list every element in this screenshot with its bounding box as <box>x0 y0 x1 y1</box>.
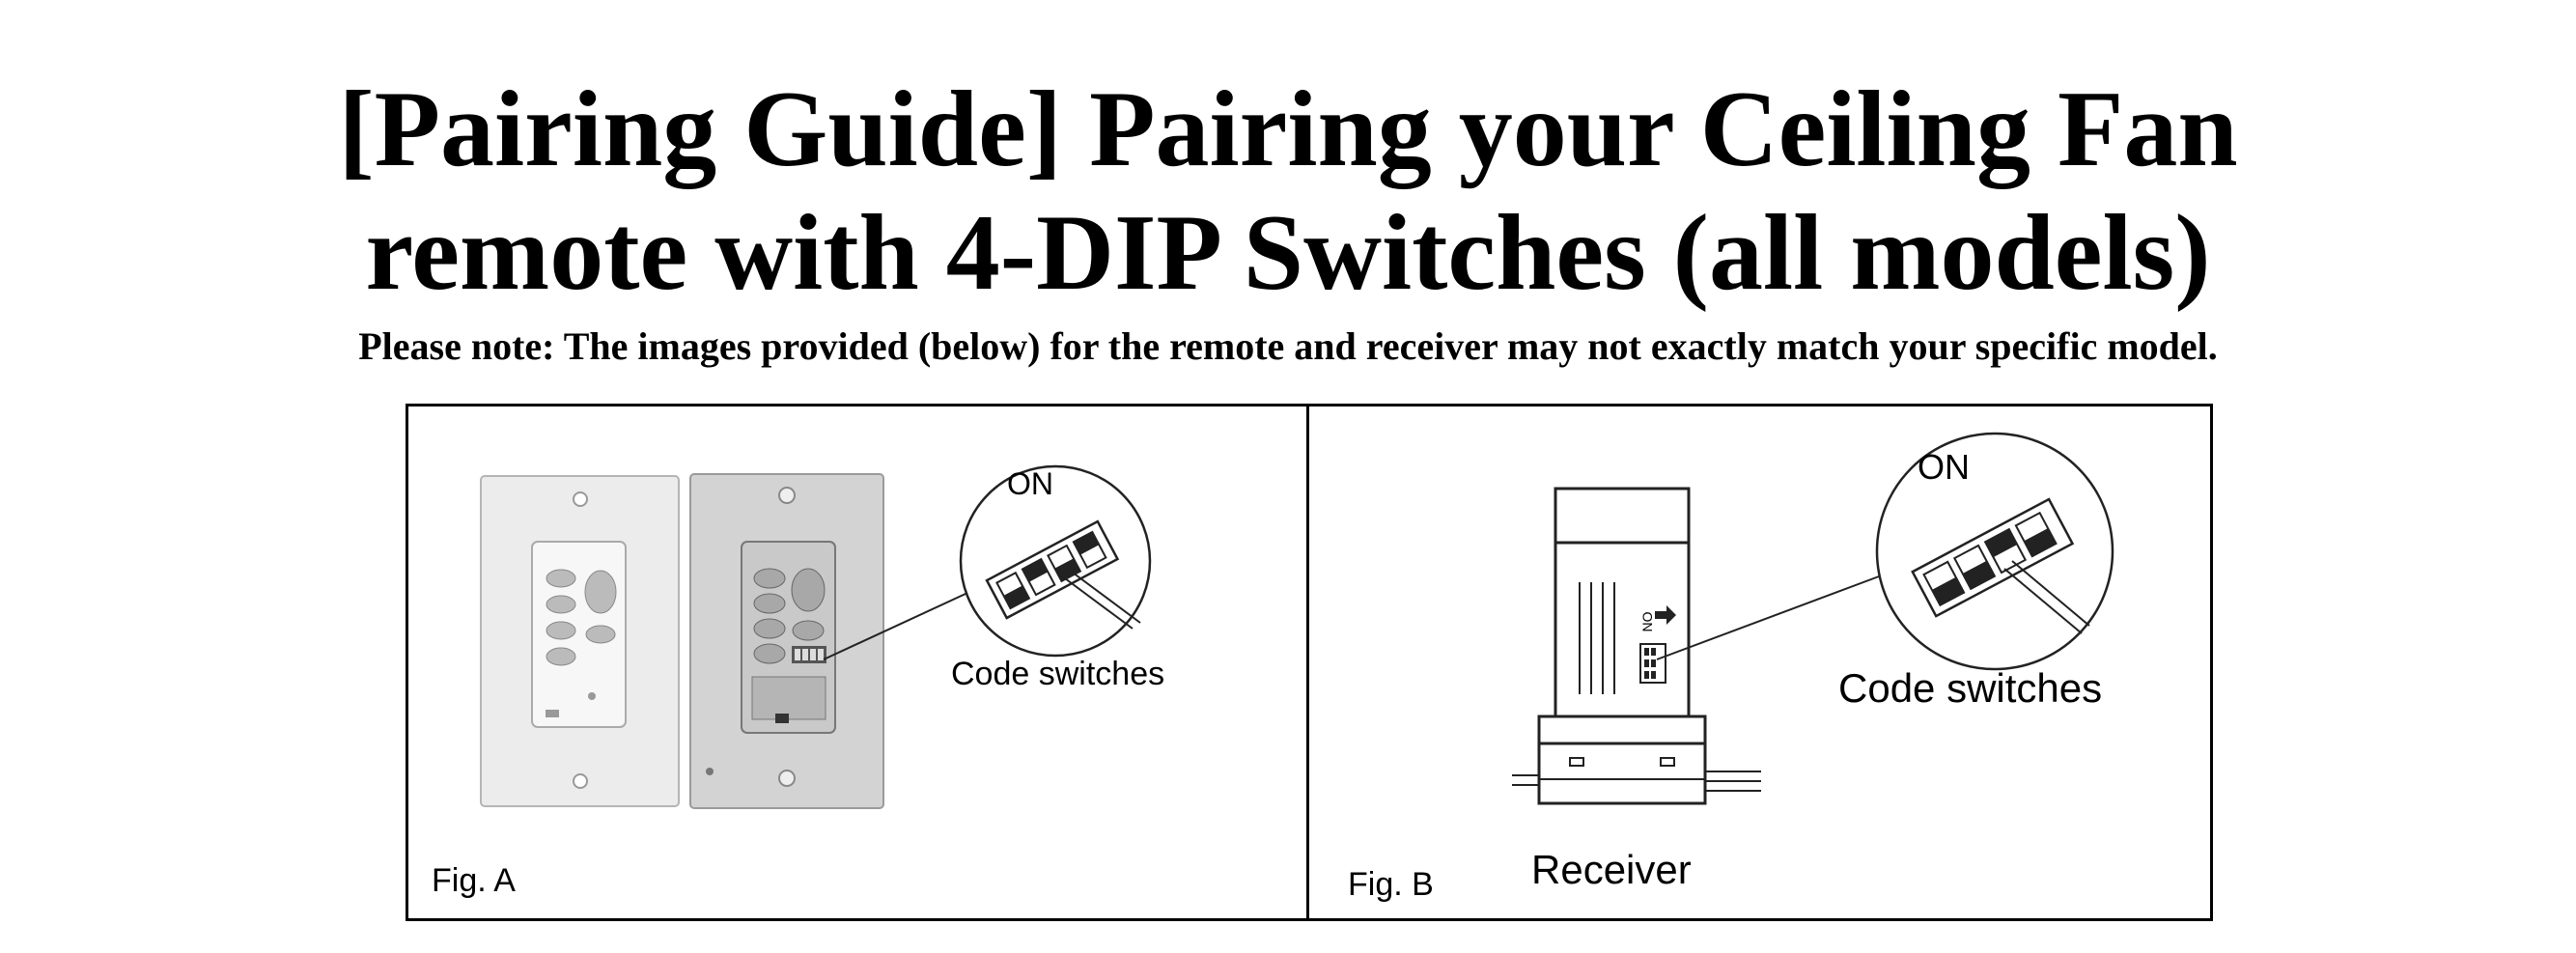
page-title: [Pairing Guide] Pairing your Ceiling Fan… <box>0 68 2576 315</box>
fig-a-illustration <box>480 464 1152 809</box>
wall-remote-open <box>689 473 884 809</box>
page-title-line-2: remote with 4-DIP Switches (all models) <box>365 193 2211 313</box>
receiver-device <box>1512 487 1761 805</box>
fig-b-panel: ON ON Code switches Receiver Fig. B <box>1309 406 2210 918</box>
dip-switch-callout-a <box>959 464 1152 658</box>
callout-line-b <box>1656 575 1880 660</box>
fig-a-caption: Fig. A <box>432 862 516 899</box>
wall-remote-front <box>480 475 680 807</box>
fig-a-panel: ON Code switches Fig. A <box>408 406 1306 918</box>
fig-b-illustration <box>1512 432 2114 805</box>
fig-a-on-label: ON <box>1007 466 1053 501</box>
dip-switch-callout-b <box>1875 432 2114 671</box>
fig-b-caption: Fig. B <box>1348 866 1434 903</box>
fig-b-code-switches-label: Code switches <box>1838 665 2103 711</box>
receiver-label: Receiver <box>1531 847 1692 892</box>
callout-line-a <box>823 587 979 660</box>
fig-b-side-on-label: ON <box>1639 611 1656 632</box>
figure-divider <box>1306 406 1309 918</box>
model-note: Please note: The images provided (below)… <box>358 324 2218 368</box>
fig-b-on-label: ON <box>1918 447 1970 487</box>
figure-frame: ON Code switches Fig. A <box>406 404 2213 921</box>
page-title-line-1: [Pairing Guide] Pairing your Ceiling Fan <box>338 70 2238 189</box>
fig-a-code-switches-label: Code switches <box>951 656 1165 692</box>
